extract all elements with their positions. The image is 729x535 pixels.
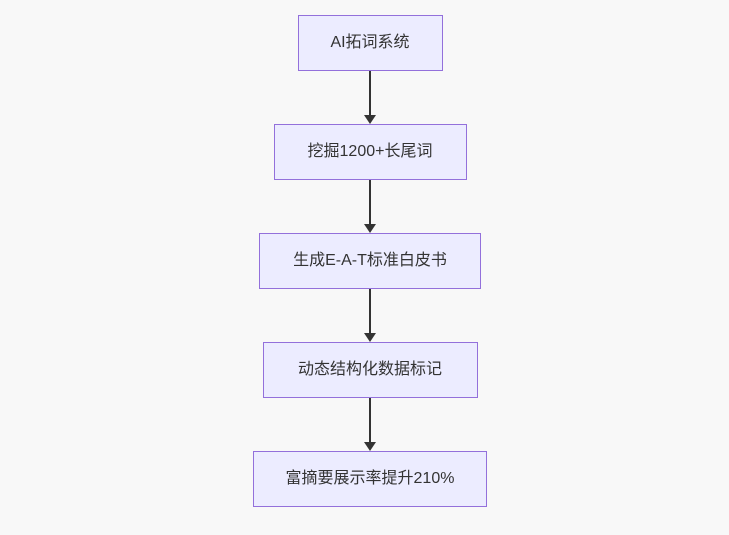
flow-node-3: 生成E-A-T标准白皮书 [259,233,481,289]
flow-arrow-2 [364,180,376,233]
flow-arrow-1 [364,71,376,124]
flow-node-1: AI拓词系统 [297,15,443,71]
flowchart: AI拓词系统 挖掘1200+长尾词 生成E-A-T标准白皮书 动态结构化数据标记… [253,15,487,507]
flow-node-2: 挖掘1200+长尾词 [273,124,467,180]
flow-node-5: 富摘要展示率提升210% [253,451,487,507]
arrow-head-icon [364,115,376,124]
arrow-head-icon [364,333,376,342]
flow-node-4: 动态结构化数据标记 [262,342,478,398]
flow-node-5-label: 富摘要展示率提升210% [285,470,455,487]
arrow-line [369,180,371,225]
flow-node-4-label: 动态结构化数据标记 [297,361,442,378]
flow-arrow-3 [364,289,376,342]
flow-node-1-label: AI拓词系统 [330,34,410,51]
flow-node-2-label: 挖掘1200+长尾词 [307,143,433,160]
arrow-line [369,398,371,443]
arrow-line [369,289,371,334]
arrow-head-icon [364,224,376,233]
arrow-line [369,71,371,116]
flow-node-3-label: 生成E-A-T标准白皮书 [293,252,447,269]
flow-arrow-4 [364,398,376,451]
arrow-head-icon [364,442,376,451]
